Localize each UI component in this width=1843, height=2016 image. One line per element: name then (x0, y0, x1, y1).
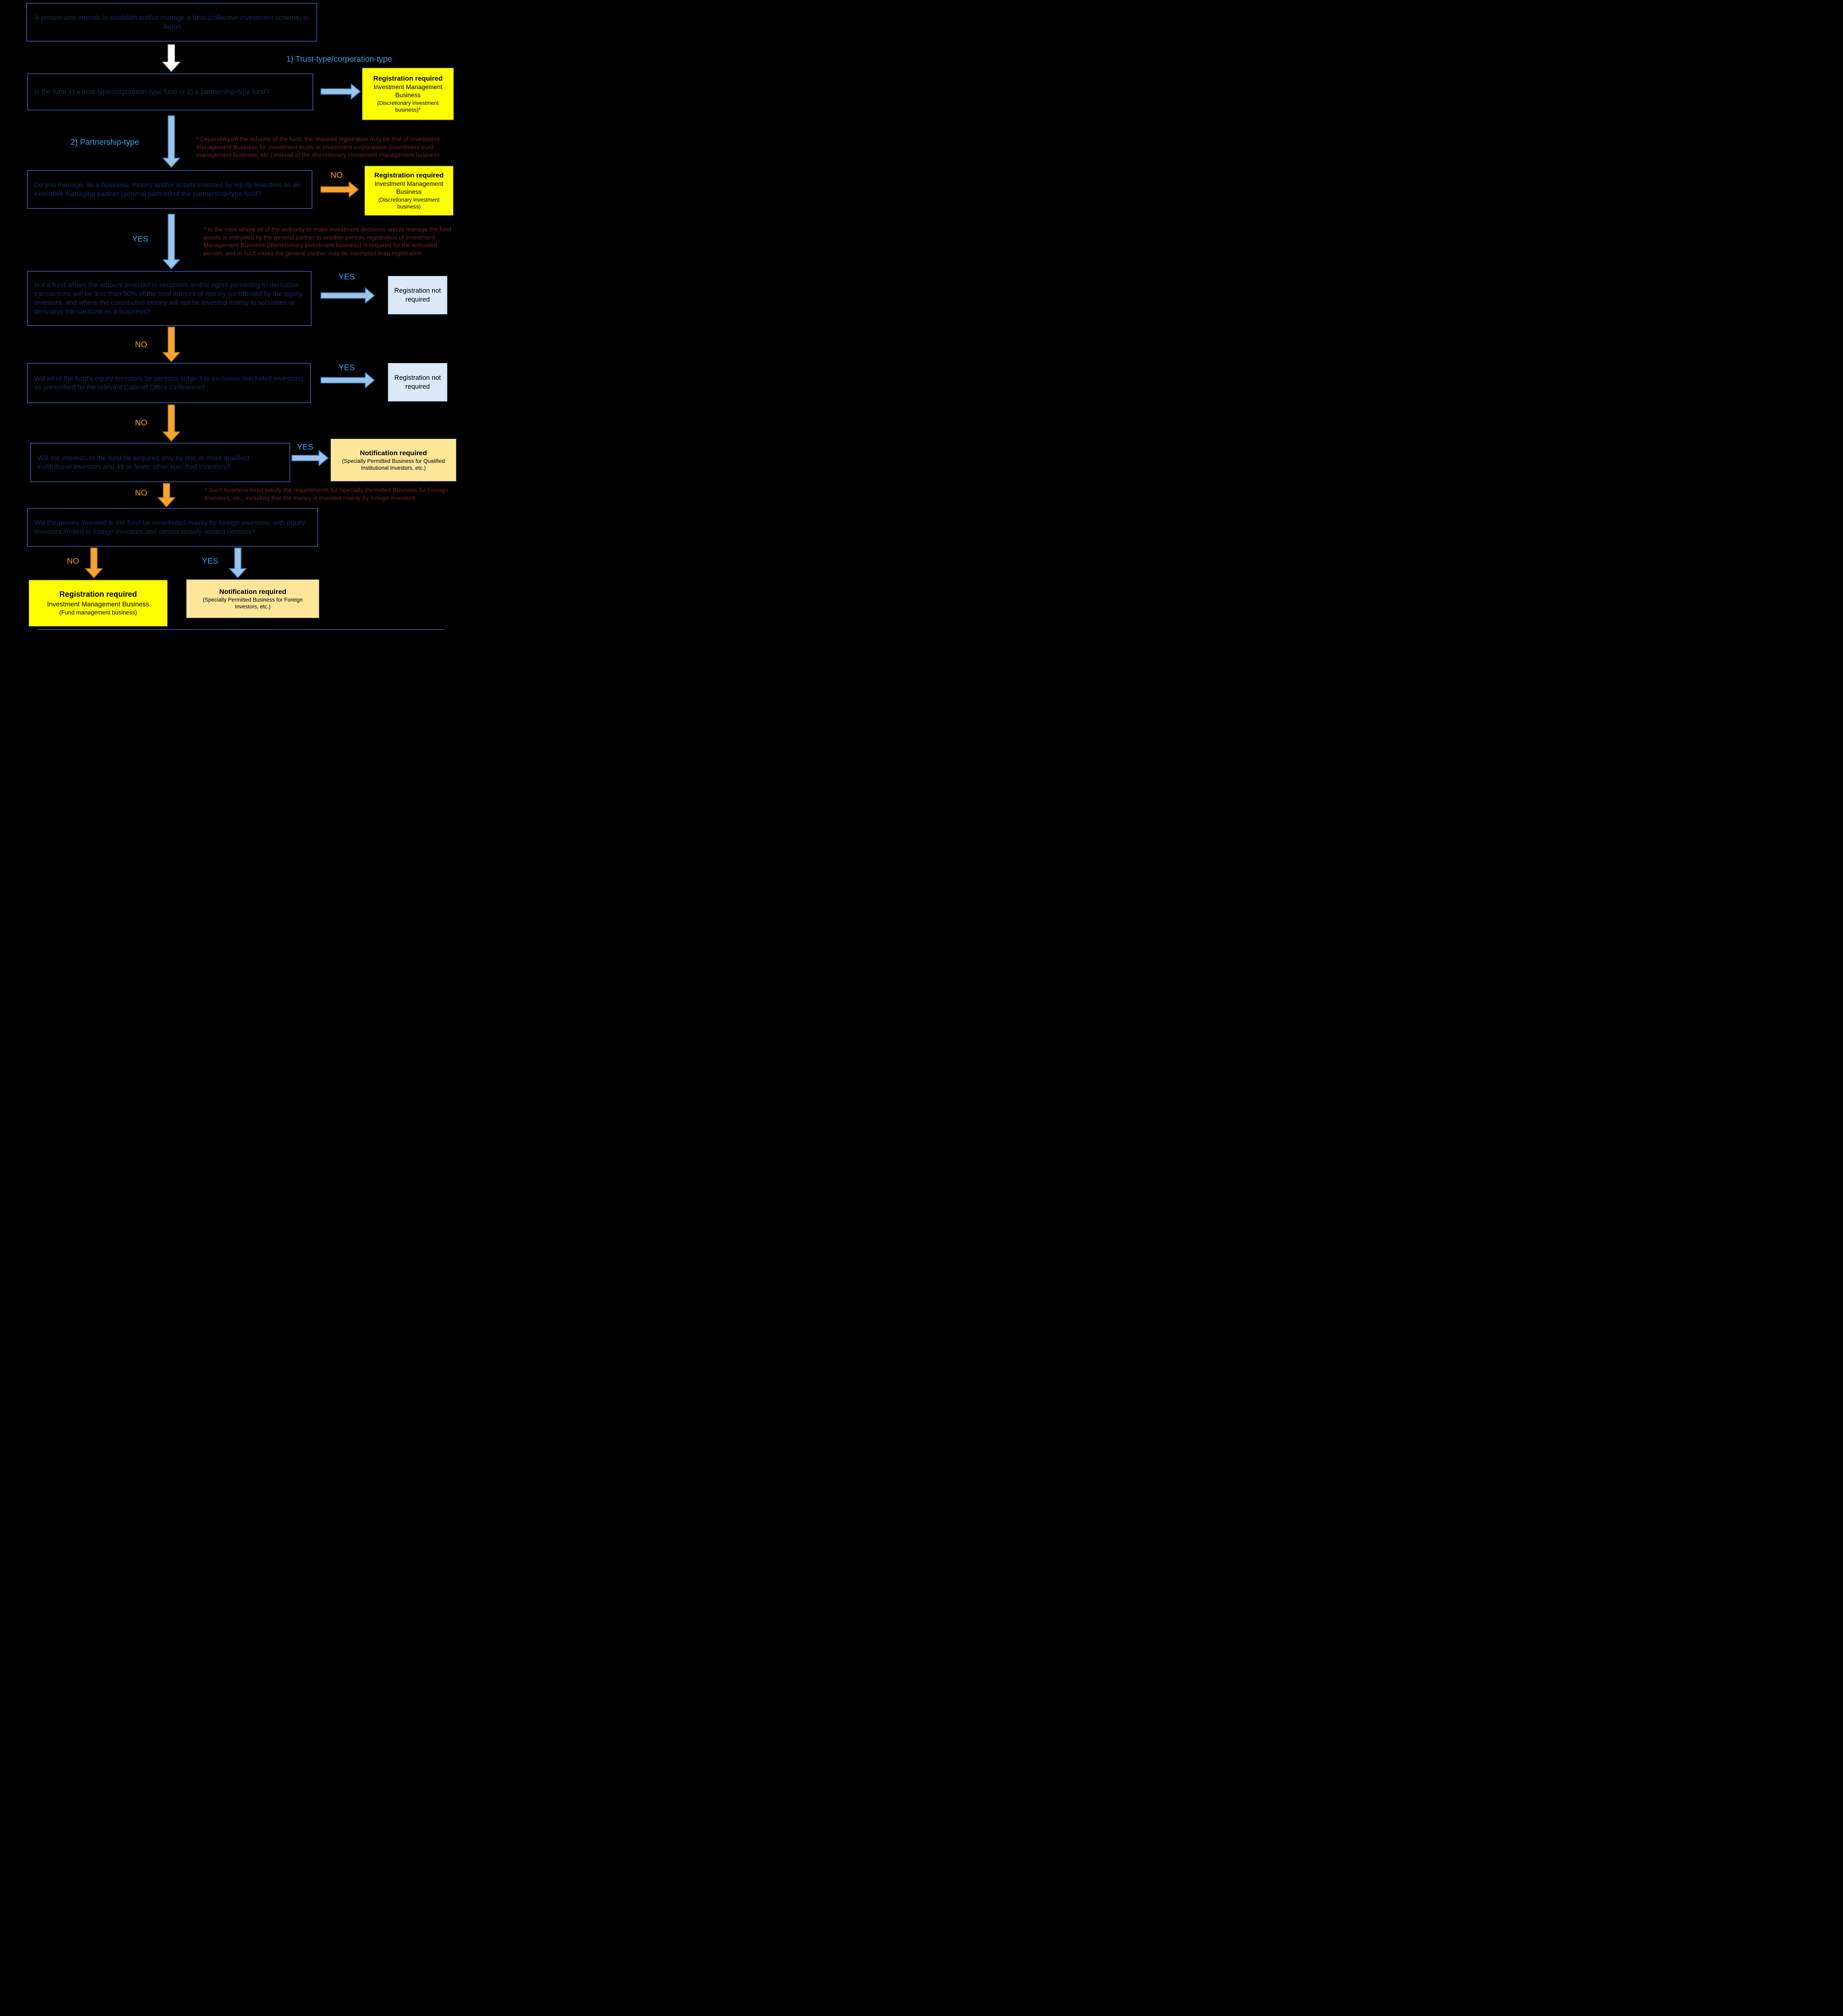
down-arrow-no-2 (162, 327, 180, 362)
down-arrow-yes-1 (162, 214, 180, 269)
outcome-line: (Discretionary investment business)* (377, 100, 439, 113)
outcome-not-required-1: Registration not required (388, 276, 447, 314)
outcome-notification-qii: Notification required (Specially Permitt… (331, 439, 456, 481)
right-arrow-trust-type (320, 83, 361, 100)
label-no-2: NO (135, 340, 147, 349)
right-arrow-yes-2 (320, 287, 375, 304)
outcome-line: (Specially Permitted Business for Qualif… (342, 458, 445, 471)
question-text-qii: Will the interests in the fund be acquir… (37, 454, 250, 471)
outcome-not-required-2: Registration not required (388, 363, 447, 402)
outcome-notification-foreign: Notification required (Specially Permitt… (186, 579, 319, 618)
outcome-line: (Specially Permitted Business for Foreig… (203, 596, 303, 610)
outcome-line: Registration required (374, 171, 444, 179)
label-trust-type: 1) Trust-type/corporation-type (286, 55, 392, 64)
outcome-line: Notification required (360, 449, 427, 457)
label-yes-5: YES (202, 557, 218, 566)
note-discretionary: * Depending on the scheme of the fund, t… (196, 136, 441, 158)
outcome-line: Registration not required (394, 374, 441, 390)
down-arrow-no-4 (158, 483, 175, 507)
note-foreign: * Such business must satisfy the require… (205, 487, 448, 502)
question-box-excluded-investors: Will all of the fund's equity investors … (27, 363, 311, 403)
outcome-line: Registration required (59, 590, 137, 599)
outcome-line: Registration required (373, 75, 443, 83)
down-arrow-no-3 (162, 404, 180, 442)
outcome-line: (Fund management business) (59, 610, 137, 616)
question-box-securities-ratio: Is it a fund where the amount invested i… (27, 271, 312, 326)
question-box-fund-type: Is the fund 1) a trust-type/corporation-… (27, 73, 313, 110)
label-no-3: NO (135, 419, 147, 427)
outcome-registration-discretionary-2: Registration required Investment Managem… (364, 165, 454, 216)
label-yes-1: YES (132, 235, 149, 244)
question-text-securities-ratio: Is it a fund where the amount invested i… (34, 281, 303, 316)
question-text-gp-management: Do you manage, as a business, money and/… (34, 181, 301, 198)
right-arrow-yes-4 (291, 450, 329, 466)
label-yes-2: YES (339, 273, 355, 281)
outcome-registration-fund-management: Registration required Investment Managem… (28, 579, 168, 627)
question-text-fund-type: Is the fund 1) a trust-type/corporation-… (34, 87, 270, 96)
label-no-4: NO (135, 489, 147, 498)
label-partnership-type: 2) Partnership-type (71, 138, 139, 147)
label-no-1: NO (331, 171, 343, 180)
outcome-line: Investment Management Business (47, 600, 150, 608)
label-no-5: NO (67, 557, 79, 566)
title-text: A person who intends to establish and/or… (35, 13, 309, 30)
down-arrow-yes-5 (229, 548, 247, 578)
outcome-line: Investment Management Business (373, 84, 443, 99)
question-box-qii: Will the interests in the fund be acquir… (30, 443, 290, 482)
cropped-box-edge (37, 629, 444, 632)
down-arrow-white (162, 44, 180, 72)
title-box: A person who intends to establish and/or… (26, 3, 317, 42)
right-arrow-yes-3 (320, 372, 375, 388)
down-arrow-partnership (162, 115, 180, 168)
note-entrustment: * In the case where all of the authority… (204, 226, 451, 257)
question-text-foreign-investors: Will the money invested in the fund be c… (34, 519, 305, 535)
flowchart-canvas: A person who intends to establish and/or… (0, 0, 477, 632)
outcome-line: Notification required (219, 587, 287, 596)
right-arrow-no-1 (320, 181, 359, 198)
label-yes-3: YES (339, 363, 355, 372)
down-arrow-no-5 (85, 548, 103, 578)
outcome-line: Registration not required (394, 287, 441, 303)
outcome-line: Investment Management Business (374, 181, 443, 196)
question-box-foreign-investors: Will the money invested in the fund be c… (27, 508, 318, 547)
question-text-excluded-investors: Will all of the fund's equity investors … (34, 374, 304, 391)
outcome-line: (Discretionary investment business) (378, 197, 440, 210)
label-yes-4: YES (297, 443, 314, 452)
question-box-gp-management: Do you manage, as a business, money and/… (27, 170, 312, 209)
outcome-registration-discretionary-1: Registration required Investment Managem… (362, 67, 454, 121)
